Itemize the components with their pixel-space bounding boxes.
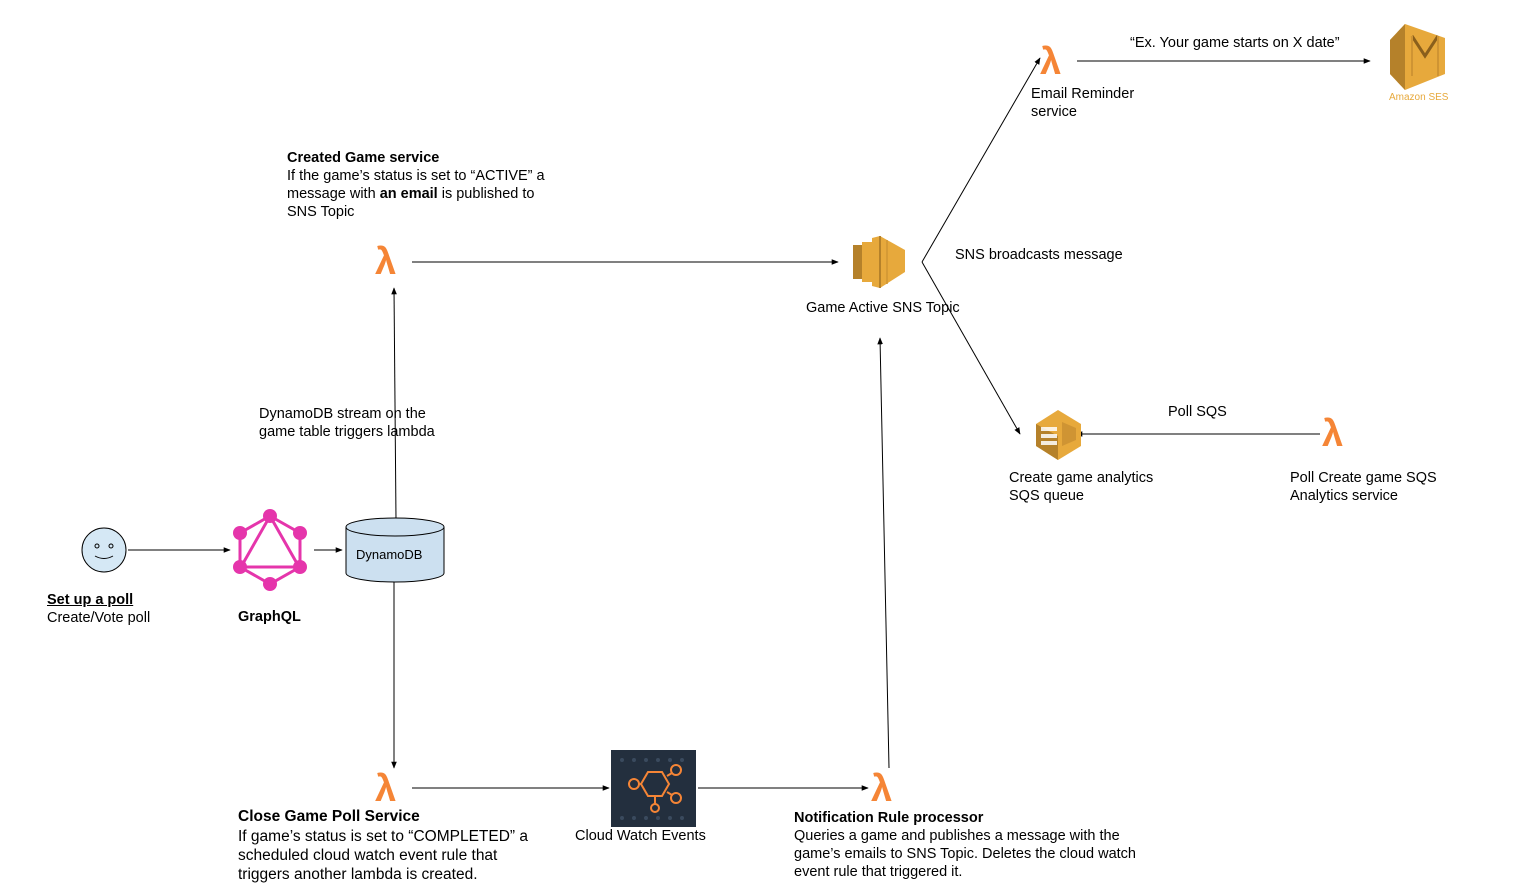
ses-message-label: “Ex. Your game starts on X date”	[1130, 35, 1340, 51]
email-reminder-line2: service	[1031, 104, 1077, 120]
close-game-service-line3: triggers another lambda is created.	[238, 866, 478, 883]
amazon-ses-icon	[1390, 24, 1445, 90]
lambda-icon: λ	[1322, 413, 1344, 455]
created-game-service-line2-pre: message with	[287, 186, 380, 202]
amazon-ses-label: Amazon SES	[1389, 92, 1449, 103]
close-game-service-line1: If game’s status is set to “COMPLETED” a	[238, 828, 528, 845]
created-game-service-line2-post: is published to	[437, 186, 535, 202]
user-title: Set up a poll	[47, 592, 134, 608]
email-reminder-line1: Email Reminder	[1031, 86, 1135, 102]
dynamodb-stream-label-line1: DynamoDB stream on the	[259, 406, 426, 422]
cloudwatch-events-icon	[611, 750, 696, 827]
dynamodb-icon	[345, 517, 445, 583]
cloudwatch-label: Cloud Watch Events	[575, 828, 706, 844]
graphql-icon	[233, 509, 307, 591]
created-game-service-line2: message with an email is published to	[287, 185, 534, 203]
sqs-queue-line1: Create game analytics	[1009, 470, 1154, 486]
poll-service-line1: Poll Create game SQS	[1290, 470, 1437, 486]
created-game-service-line2-bold: an email	[379, 186, 438, 202]
graphql-label: GraphQL	[238, 609, 301, 625]
notification-processor-line3: event rule that triggered it.	[794, 864, 963, 880]
created-game-service-title: Created Game service	[287, 150, 440, 166]
created-game-service-line3: SNS Topic	[287, 204, 355, 220]
sqs-queue-line2: SQS queue	[1009, 488, 1084, 504]
edge-sns-to-sqs	[921, 261, 1021, 435]
lambda-icon: λ	[375, 768, 397, 810]
dynamodb-label: DynamoDB	[356, 547, 423, 562]
poll-sqs-label: Poll SQS	[1168, 404, 1227, 420]
lambda-icon: λ	[375, 241, 397, 283]
created-game-service-line1: If the game’s status is set to “ACTIVE” …	[287, 168, 545, 184]
edge-dynamodb-to-created-game-lambda	[391, 287, 397, 521]
sns-broadcast-label: SNS broadcasts message	[955, 247, 1123, 263]
poll-service-line2: Analytics service	[1290, 488, 1398, 504]
edge-sns-to-email-reminder	[921, 57, 1041, 263]
sqs-queue-icon	[1036, 410, 1081, 460]
dynamodb-stream-label-line2: game table triggers lambda	[259, 424, 435, 440]
notification-processor-line1: Queries a game and publishes a message w…	[794, 828, 1120, 844]
sns-topic-icon	[853, 236, 905, 288]
notification-processor-title: Notification Rule processor	[794, 810, 984, 826]
close-game-service-line2: scheduled cloud watch event rule that	[238, 847, 498, 864]
lambda-icon: λ	[871, 768, 893, 810]
user-subtitle: Create/Vote poll	[47, 610, 151, 626]
user-icon	[81, 527, 127, 573]
close-game-service-title: Close Game Poll Service	[238, 808, 420, 825]
sns-topic-label: Game Active SNS Topic	[806, 300, 960, 316]
edges	[128, 57, 1371, 791]
lambda-icon: λ	[1040, 41, 1062, 83]
notification-processor-line2: game’s emails to SNS Topic. Deletes the …	[794, 846, 1136, 862]
edge-notification-to-sns	[877, 337, 890, 769]
